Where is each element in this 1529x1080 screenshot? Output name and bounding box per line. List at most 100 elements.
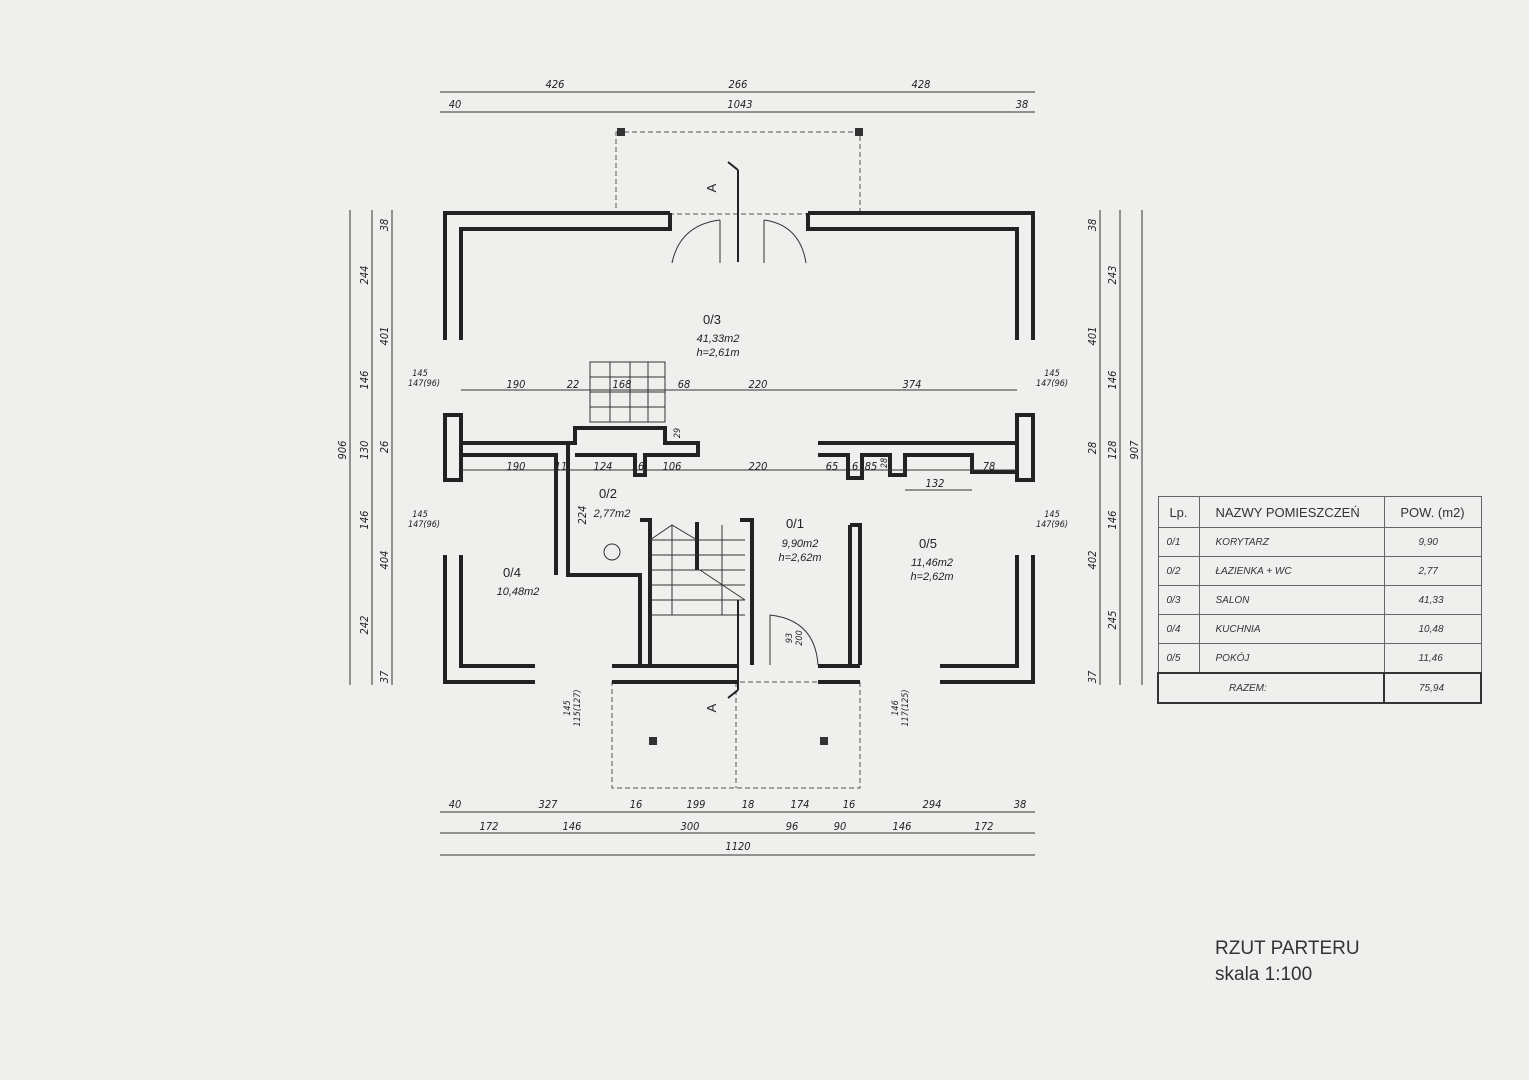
dim-right: 28 [1086, 442, 1099, 455]
dim-right: 146 [1106, 511, 1119, 530]
window-dim: 146 [891, 700, 901, 715]
cell-area: 9,90 [1383, 527, 1482, 557]
drawing-scale: skala 1:100 [1215, 964, 1313, 985]
cell-lp: 0/2 [1157, 556, 1200, 586]
cell-lp: 0/5 [1157, 643, 1200, 674]
dim-interior: 374 [903, 378, 922, 391]
dim-left: 37 [378, 670, 391, 683]
dim-bottom: 294 [923, 798, 942, 811]
dim-interior: 132 [926, 477, 945, 490]
dim-right: 37 [1086, 670, 1099, 683]
dim-top: 38 [1016, 98, 1029, 111]
dim-right: 38 [1086, 219, 1099, 232]
dim-left: 146 [358, 511, 371, 530]
dim-right: 245 [1106, 611, 1119, 630]
room-id: 0/4 [503, 565, 521, 580]
room-area: 10,48m2 [497, 586, 540, 598]
window-dim: 115(127) [573, 689, 583, 726]
cell-lp: 0/3 [1157, 585, 1200, 615]
table-total-row: RAZEM:75,94 [1157, 672, 1482, 704]
dim-interior: 190 [507, 378, 526, 391]
room-0-1: 0/1 9,90m2 h=2,62m [778, 516, 821, 564]
dim-top: 40 [449, 98, 462, 111]
exterior-walls [443, 211, 1035, 684]
room-0-5: 0/5 11,46m2 h=2,62m [910, 536, 953, 583]
dim-bottom: 38 [1014, 798, 1027, 811]
room-area: 2,77m2 [593, 508, 631, 520]
room-id: 0/5 [919, 536, 937, 551]
dim-interior: 29 [673, 428, 683, 438]
dim-bottom: 199 [687, 798, 706, 811]
window-dim: 147(96) [408, 379, 440, 389]
table-header: Lp. NAZWY POMIESZCZEŃ POW. (m2) [1157, 496, 1482, 528]
dim-interior: 220 [749, 460, 768, 473]
dim-bottom: 146 [893, 820, 912, 833]
dim-top: 1043 [727, 98, 752, 111]
col-name: NAZWY POMIESZCZEŃ [1198, 496, 1385, 528]
dim-interior: 78 [983, 460, 996, 473]
dim-right: 401 [1086, 327, 1099, 346]
window-dim: 145 [412, 510, 427, 520]
window-dim: 147(96) [1036, 520, 1068, 530]
dim-interior: 16 [632, 460, 645, 473]
dimension-lines [349, 91, 1143, 856]
dim-left: 26 [378, 441, 391, 454]
window-dim: 145 [1044, 510, 1059, 520]
window-dim: 145 [1044, 369, 1059, 379]
room-id: 0/2 [599, 486, 617, 501]
dim-left: 38 [378, 219, 391, 232]
doors [603, 219, 819, 666]
dim-bottom: 16 [630, 798, 643, 811]
staircase [589, 361, 746, 616]
window-dim: 147(96) [1036, 379, 1068, 389]
room-height: h=2,62m [778, 552, 821, 564]
dim-left: 906 [336, 441, 349, 460]
dim-bottom: 172 [975, 820, 994, 833]
dim-top: 428 [912, 78, 931, 91]
dim-top: 426 [546, 78, 565, 91]
room-0-3: 0/3 41,33m2 h=2,61m [696, 312, 739, 359]
cell-name: SALON [1198, 585, 1385, 615]
room-height: h=2,62m [910, 571, 953, 583]
dim-interior: 168 [613, 378, 632, 391]
dim-interior: 124 [594, 460, 613, 473]
cell-lp: 0/4 [1157, 614, 1200, 644]
dim-interior: 190 [507, 460, 526, 473]
dim-bottom: 300 [681, 820, 700, 833]
dim-interior: 16 [846, 460, 859, 473]
room-area: 11,46m2 [911, 557, 953, 569]
cell-name: POKÓJ [1198, 643, 1385, 674]
dim-bottom: 16 [843, 798, 856, 811]
cell-area: 2,77 [1383, 556, 1482, 586]
dim-interior: 224 [576, 506, 589, 525]
drawing-title: RZUT PARTERU [1215, 938, 1360, 959]
cell-lp: 0/1 [1157, 527, 1200, 557]
dim-bottom: 90 [834, 820, 847, 833]
cell-name: KUCHNIA [1198, 614, 1385, 644]
room-0-2: 0/2 2,77m2 [593, 486, 631, 520]
dim-bottom: 40 [449, 798, 462, 811]
cell-name: ŁAZIENKA + WC [1198, 556, 1385, 586]
total-label: RAZEM: [1157, 672, 1385, 704]
dim-right: 243 [1106, 266, 1119, 285]
dim-bottom: 96 [786, 820, 799, 833]
dim-bottom: 146 [563, 820, 582, 833]
dim-right: 907 [1128, 440, 1141, 460]
dim-interior: 11 [555, 460, 568, 473]
dim-bottom: 18 [742, 798, 755, 811]
cell-area: 10,48 [1383, 614, 1482, 644]
cell-area: 41,33 [1383, 585, 1482, 615]
door-dim: 200 [795, 630, 805, 645]
dim-interior: 22 [567, 378, 580, 391]
drawing-title-block: RZUT PARTERU skala 1:100 [1215, 936, 1360, 988]
section-label-top: A [704, 183, 719, 192]
dim-right: 402 [1086, 551, 1099, 570]
room-id: 0/3 [703, 312, 721, 327]
